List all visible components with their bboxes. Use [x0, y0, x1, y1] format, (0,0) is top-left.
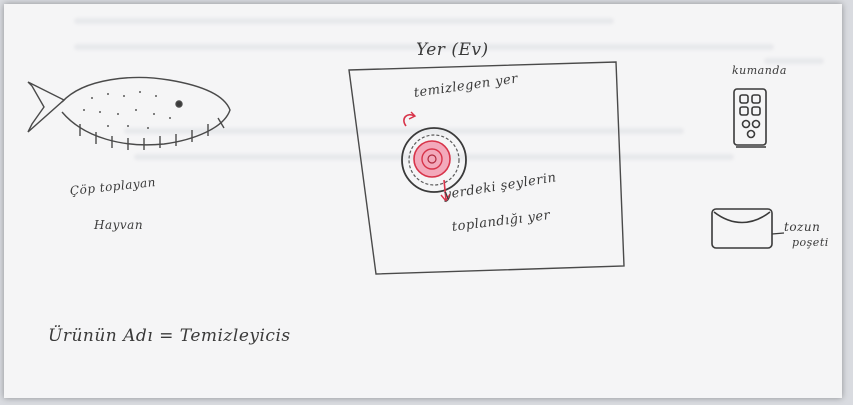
fish-icon — [28, 78, 230, 150]
paper-sheet: Yer (Ev) temizlegen yer yerdeki şeylerin… — [4, 4, 842, 398]
animal-label-line2: Hayvan — [94, 218, 143, 232]
room-outline — [349, 62, 624, 274]
bag-label-line1: tozun — [784, 220, 820, 234]
dust-bag-icon — [712, 209, 772, 248]
room-title: Yer (Ev) — [416, 40, 489, 60]
remote-label: kumanda — [732, 64, 787, 77]
bag-pointer-line — [772, 233, 784, 234]
remote-control-icon — [734, 89, 766, 147]
product-name: Ürünün Adı = Temizleyicis — [48, 326, 291, 346]
bag-label-line2: poşeti — [792, 236, 829, 249]
